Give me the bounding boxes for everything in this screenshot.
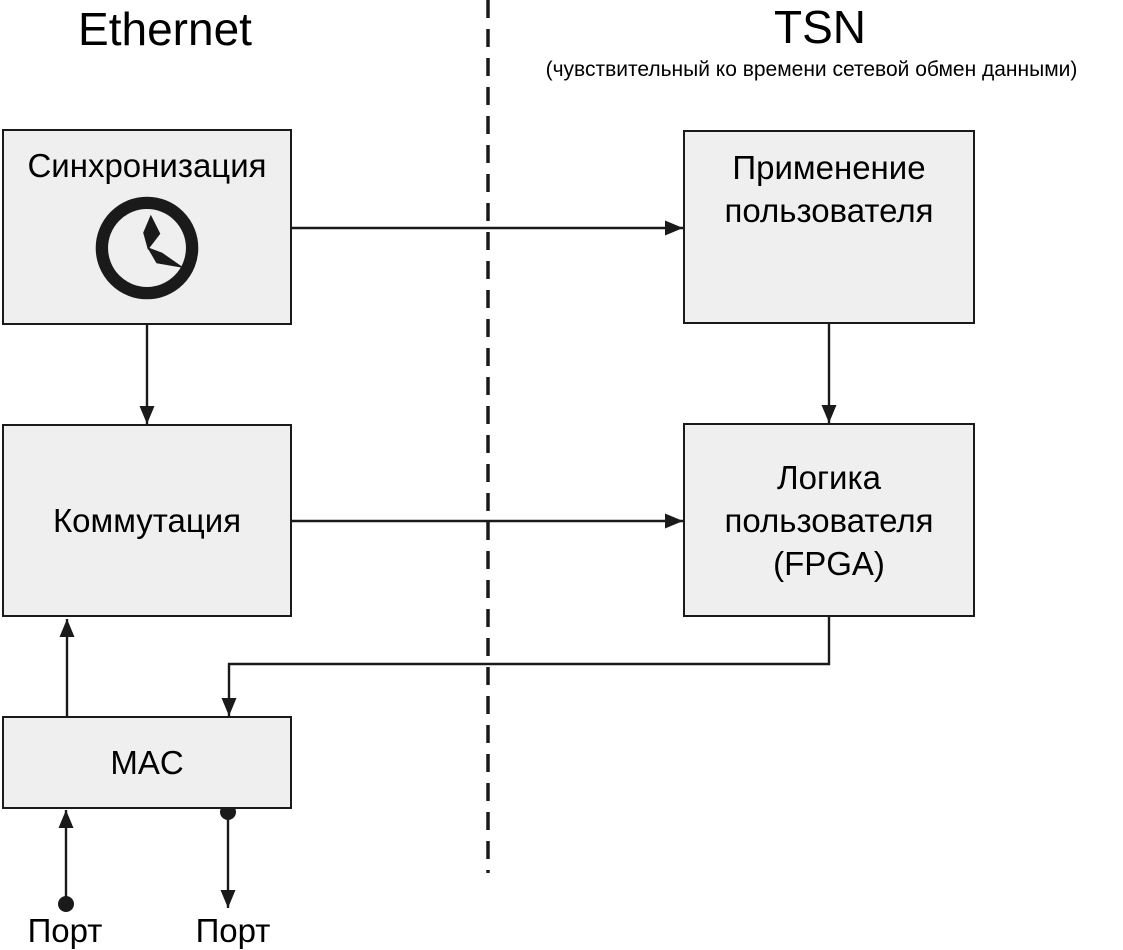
arrow-user-logic-to-mac <box>221 617 831 716</box>
box-user-application-label-line1: Применение <box>732 149 926 186</box>
box-user-logic-label-line2: пользователя <box>724 501 934 539</box>
ethernet-title: Ethernet <box>78 3 252 55</box>
box-switching-label: Коммутация <box>52 502 242 539</box>
tsn-subtitle: (чувствительный ко времени сетевой обмен… <box>545 58 1078 81</box>
box-user-logic-label-line3: (FPGA) <box>773 544 885 582</box>
box-user-logic-label-line1: Логика <box>777 458 881 496</box>
port-in-dot <box>58 896 74 912</box>
box-synchronization-label: Синхронизация <box>27 147 267 184</box>
clock-hour-hand <box>147 247 185 268</box>
clock-face <box>95 196 199 300</box>
box-user-application-label-line2: пользователя <box>724 192 934 229</box>
box-mac: MAC <box>2 716 292 809</box>
port-label-out: Порт <box>195 912 271 949</box>
box-user-logic-fpga: Логика пользователя (FPGA) <box>683 423 975 617</box>
clock-minute-hand <box>143 214 161 250</box>
port-label-in: Порт <box>27 912 103 949</box>
box-switching: Коммутация <box>2 424 292 617</box>
box-mac-label: MAC <box>110 744 184 781</box>
box-user-application: Применение пользователя <box>683 130 975 324</box>
clock-icon <box>95 196 199 300</box>
box-synchronization: Синхронизация <box>2 129 292 325</box>
tsn-title: TSN <box>774 1 866 53</box>
